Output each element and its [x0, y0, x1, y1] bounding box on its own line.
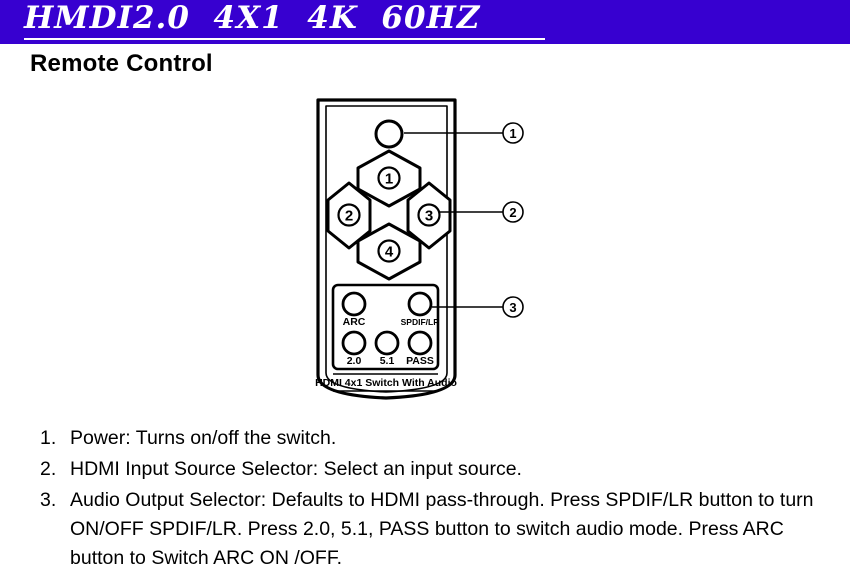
callout-2-label: 2 [509, 205, 516, 220]
list-item-number: 2. [40, 458, 57, 480]
list-item: 1. Power: Turns on/off the switch. [40, 424, 830, 453]
pass-button[interactable] [407, 330, 433, 356]
dpad-button-4-label: 4 [385, 244, 394, 261]
arc-button-label: ARC [343, 316, 366, 328]
list-item: 3. Audio Output Selector: Defaults to HD… [40, 486, 830, 573]
five-point-one-button[interactable] [374, 330, 400, 356]
arc-button[interactable] [341, 291, 367, 317]
two-point-zero-button-label: 2.0 [347, 355, 362, 367]
dpad-button-2-label: 2 [345, 208, 353, 225]
dpad-button-4-ring [377, 239, 401, 263]
title-underline [24, 38, 545, 40]
callout-3-marker [502, 296, 524, 318]
dpad-button-3-ring [417, 203, 441, 227]
page-header-banner: HMDI2.0 4X1 4K 60HZ [0, 0, 850, 44]
callout-2-marker [502, 201, 524, 223]
spdif-lr-button[interactable] [407, 291, 433, 317]
spdif-lr-button-label: SPDIF/LR [401, 317, 440, 327]
five-point-one-button-label: 5.1 [380, 355, 395, 367]
section-heading: Remote Control [30, 50, 213, 77]
callout-3-label: 3 [509, 300, 516, 315]
page-title: HMDI2.0 4X1 4K 60HZ [24, 0, 481, 36]
device-model-label: HDMI 4x1 Switch With Audio [315, 377, 457, 389]
dpad-button-1-label: 1 [385, 171, 393, 188]
pass-button-label: PASS [406, 355, 434, 367]
remote-control-diagram: 1 2 3 4 ARC SPDIF/LR 2.0 5.1 PASS HDMI 4… [300, 95, 560, 405]
dpad-button-2-ring [337, 203, 361, 227]
callout-1-label: 1 [509, 126, 516, 141]
list-item-text: HDMI Input Source Selector: Select an in… [70, 458, 522, 480]
instruction-list: 1. Power: Turns on/off the switch. 2. HD… [40, 424, 830, 575]
list-item-number: 3. [40, 489, 57, 511]
list-item-text: Audio Output Selector: Defaults to HDMI … [70, 489, 814, 569]
two-point-zero-button[interactable] [341, 330, 367, 356]
list-item-text: Power: Turns on/off the switch. [70, 427, 337, 449]
list-item-number: 1. [40, 427, 57, 449]
power-button[interactable] [374, 119, 404, 149]
callout-1-marker [502, 122, 524, 144]
dpad-button-3-label: 3 [425, 208, 433, 225]
dpad-button-1-ring [377, 166, 401, 190]
list-item: 2. HDMI Input Source Selector: Select an… [40, 455, 830, 484]
